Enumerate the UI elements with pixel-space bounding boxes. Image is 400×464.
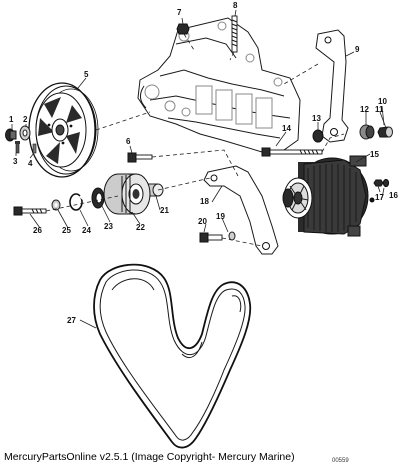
callout-1: 1 [9,115,14,124]
terminal-nut [373,179,384,187]
spacer [359,124,375,140]
small-screw [15,141,20,154]
terminal-washer [382,178,390,188]
callout-16: 16 [389,191,398,200]
callout-9: 9 [355,45,360,54]
callout-5: 5 [84,70,89,79]
idler-pulley [103,173,151,215]
retaining-ring [69,193,84,211]
callout-26: 26 [33,226,42,235]
callout-11: 11 [375,105,384,114]
callout-25: 25 [62,226,71,235]
copyright-footer: MercuryPartsOnline v2.5.1 (Image Copyrig… [4,451,295,463]
idler-bolt [13,206,47,216]
pulley-pin [32,143,37,154]
assembly-center-lines [45,33,345,247]
mounting-washer [228,231,236,241]
callout-19: 19 [216,212,225,221]
crankshaft-pulley [28,82,99,178]
callout-3: 3 [13,157,18,166]
serpentine-belt [93,263,252,449]
callout-18: 18 [200,197,209,206]
idler-bearing [91,187,105,209]
callout-21: 21 [160,206,169,215]
engine-block [137,17,301,153]
callout-12: 12 [360,105,369,114]
bracket-bolt [127,152,153,163]
callout-15: 15 [370,150,379,159]
alternator [282,155,375,237]
callout-8: 8 [233,1,238,10]
mounting-bolt [199,232,223,243]
washer-small [385,126,393,138]
callout-7: 7 [177,8,182,17]
leader-lines [11,9,387,329]
callout-22: 22 [136,223,145,232]
callout-23: 23 [104,222,113,231]
callout-13: 13 [312,114,321,123]
nut [176,23,190,35]
callout-2: 2 [23,115,28,124]
idler-washer [51,199,61,211]
alternator-mounting-bracket [203,165,279,255]
callout-24: 24 [82,226,91,235]
callout-4: 4 [28,159,33,168]
callout-20: 20 [198,217,207,226]
callout-14: 14 [282,124,291,133]
callout-17: 17 [375,193,384,202]
pulley-bolt [5,128,17,142]
spacer-small [312,129,324,143]
pulley-washer [19,125,31,141]
callout-27: 27 [67,316,76,325]
stud [231,15,238,53]
callout-10: 10 [378,97,387,106]
figure-number: 00559 [332,458,349,464]
adjusting-bracket [315,29,349,143]
callout-labels: 1 2 3 4 5 6 7 8 9 10 11 12 13 14 15 16 1… [9,1,398,325]
callout-6: 6 [126,137,131,146]
